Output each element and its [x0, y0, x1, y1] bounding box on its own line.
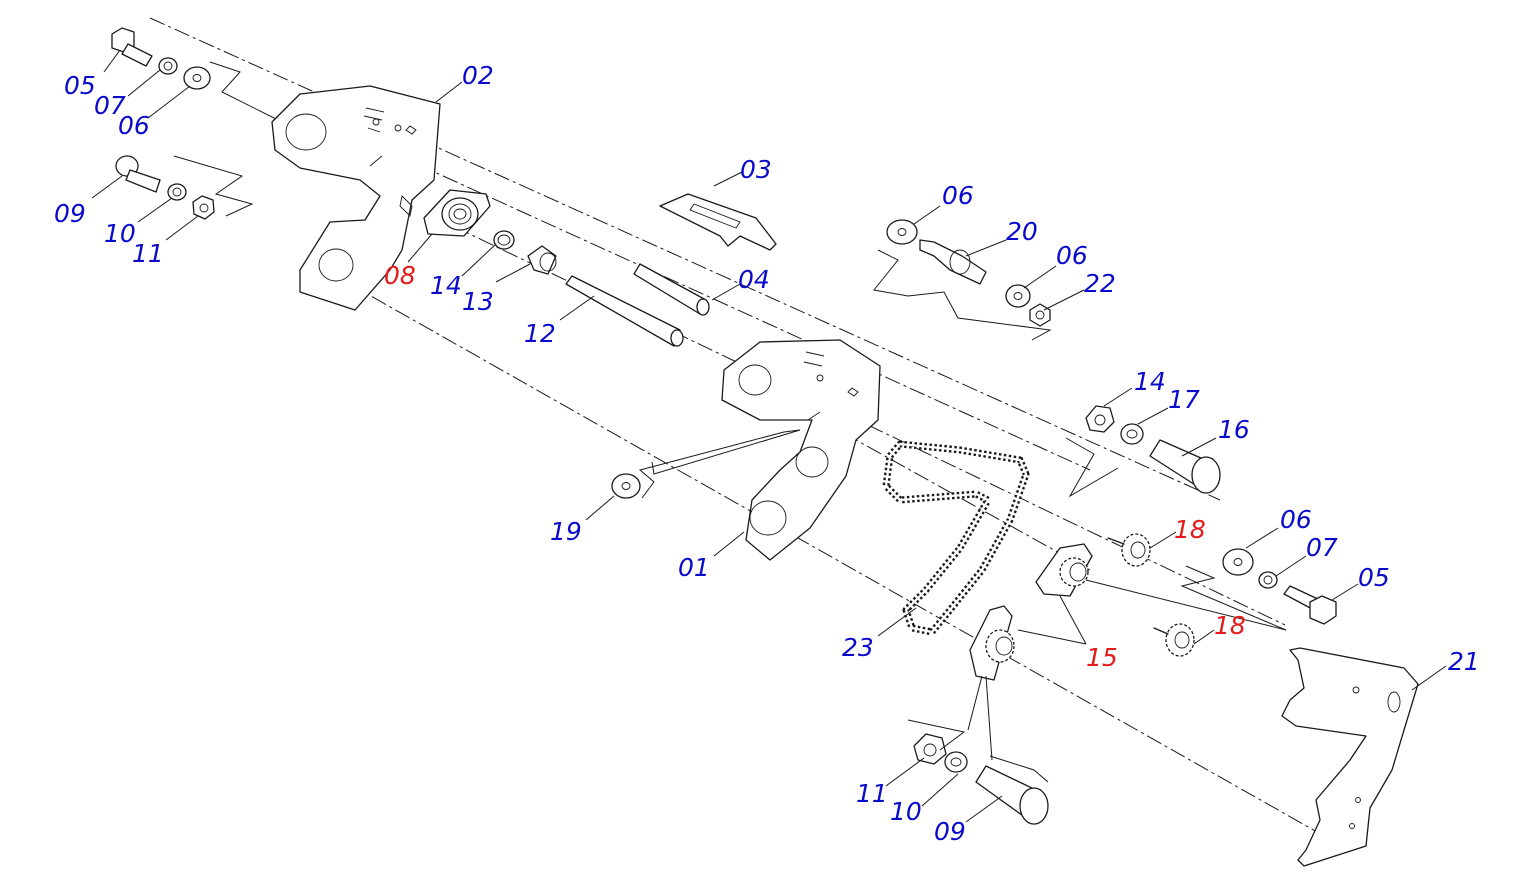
label-06: 06	[1280, 505, 1312, 534]
side-plate-02	[271, 85, 441, 311]
label-23: 23	[842, 633, 874, 662]
label-11: 11	[856, 779, 888, 808]
bolt-09-left	[115, 155, 161, 193]
label-21: 21	[1448, 647, 1480, 676]
label-05: 05	[1358, 563, 1390, 592]
lock-washer-10-left	[167, 183, 187, 201]
part-labels: 05 07 06 02 09 10 11 08 14 13 12 03 04 0…	[54, 61, 1480, 846]
ref-bracket-bottom	[907, 675, 1049, 783]
sprocket-15-upper	[1035, 543, 1093, 597]
pin-16	[1149, 439, 1221, 494]
label-06: 06	[118, 111, 150, 140]
ref-bracket-15-upper	[1065, 437, 1287, 631]
label-06: 06	[1056, 241, 1088, 270]
label-08: 08	[384, 261, 416, 290]
label-10: 10	[890, 797, 922, 826]
idler-sprocket-18-upper	[1107, 533, 1151, 567]
label-15: 15	[1086, 643, 1118, 672]
lock-washer-07-right	[1258, 571, 1278, 589]
mounting-bracket-21	[1281, 647, 1419, 867]
label-07: 07	[1306, 533, 1338, 562]
bolt-05-left	[111, 27, 153, 67]
side-plate-01	[721, 339, 881, 561]
label-19: 19	[550, 517, 582, 546]
label-11: 11	[132, 239, 164, 268]
flange-bearing-08	[423, 189, 491, 237]
label-02: 02	[462, 61, 494, 90]
label-20: 20	[1006, 217, 1038, 246]
label-13: 13	[462, 287, 494, 316]
label-09: 09	[934, 817, 966, 846]
ref-bracket-tensioner	[873, 249, 1052, 341]
ref-bracket-19	[638, 429, 801, 499]
label-06: 06	[942, 181, 974, 210]
label-01: 01	[678, 553, 710, 582]
leader-lines	[91, 49, 1447, 823]
chain-guard-03	[659, 193, 777, 251]
washer-19	[611, 473, 641, 499]
label-05: 05	[64, 71, 96, 100]
washer-06-right	[1222, 548, 1254, 576]
bolt-09-bottom	[975, 765, 1049, 825]
nut-22	[1029, 303, 1051, 327]
idler-sprocket-18-lower	[1153, 623, 1195, 657]
sprocket-15-lower	[969, 605, 1015, 681]
spacer-20	[919, 239, 987, 285]
label-22: 22	[1084, 269, 1116, 298]
label-18: 18	[1214, 611, 1246, 640]
washer-06-left	[183, 66, 211, 90]
label-07: 07	[94, 91, 126, 120]
shaft-04	[633, 263, 710, 316]
bushing-13	[527, 245, 557, 275]
label-04: 04	[738, 265, 770, 294]
bolt-05-right	[1283, 585, 1337, 625]
label-16: 16	[1218, 415, 1250, 444]
label-18: 18	[1174, 515, 1206, 544]
snap-ring-14-left	[493, 230, 515, 250]
label-03: 03	[740, 155, 772, 184]
nut-14-right	[1085, 405, 1115, 433]
lock-washer-10-bottom	[944, 751, 968, 773]
nut-11-left	[192, 195, 215, 220]
label-09: 09	[54, 199, 86, 228]
washer-06-middle	[1005, 284, 1031, 308]
nut-11-bottom	[913, 733, 947, 765]
shaft-12	[565, 275, 684, 347]
label-14: 14	[1134, 367, 1166, 396]
washer-17	[1120, 423, 1144, 445]
lock-washer-07-left	[158, 57, 178, 75]
label-12: 12	[524, 319, 556, 348]
label-17: 17	[1168, 385, 1200, 414]
washer-06-upper	[886, 219, 918, 245]
ref-brackets-left	[173, 61, 279, 217]
label-10: 10	[104, 219, 136, 248]
roller-chain-23	[882, 440, 1030, 636]
label-14: 14	[430, 271, 462, 300]
